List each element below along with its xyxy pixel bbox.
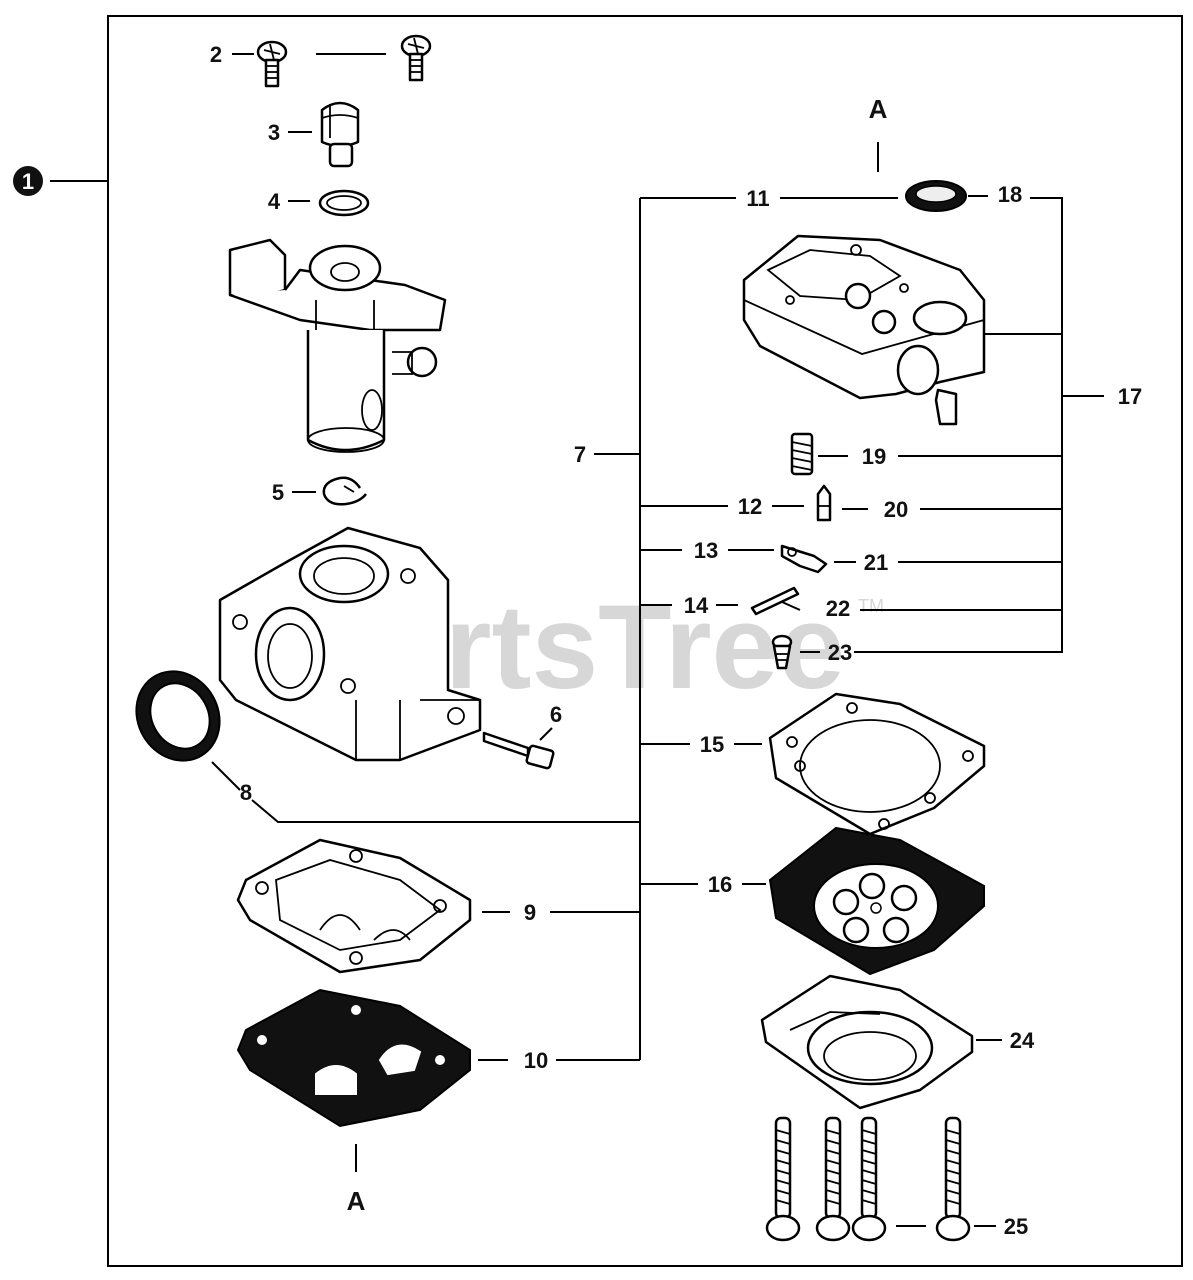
- e-clip-part-5: [322, 476, 367, 506]
- leader-22a: [781, 601, 801, 611]
- callout-23: 23: [828, 640, 852, 665]
- callout-15: 15: [700, 732, 724, 757]
- screw-part-2a: [256, 40, 288, 88]
- pump-cover: [742, 234, 986, 426]
- leader-6: [539, 727, 553, 741]
- callout-25: 25: [1004, 1214, 1028, 1239]
- callout-13: 13: [694, 538, 718, 563]
- diagram-frame: [107, 15, 1183, 1267]
- diaphragm-part-16: [768, 826, 985, 976]
- callout-6: 6: [550, 702, 562, 727]
- callout-9: 9: [524, 900, 536, 925]
- callout-22: 22: [826, 596, 850, 621]
- screw-part-25c: [851, 1116, 887, 1242]
- filter-screen-part-18: [905, 180, 967, 212]
- watermark-tm: TM: [858, 596, 884, 616]
- callout-5: 5: [272, 480, 284, 505]
- callout-19: 19: [862, 444, 886, 469]
- spring-part-19: [790, 432, 814, 476]
- metering-cover-part-24: [760, 974, 974, 1110]
- carburetor-body: [218, 526, 482, 762]
- reference-mark-top: A: [869, 94, 888, 124]
- screw-part-25d: [935, 1116, 971, 1242]
- gasket-part-9: [236, 838, 472, 974]
- reference-mark-bottom: A: [347, 1186, 366, 1216]
- callout-4: 4: [268, 189, 281, 214]
- screw-part-23: [771, 634, 793, 670]
- callout-24: 24: [1010, 1028, 1035, 1053]
- screw-part-25a: [765, 1116, 801, 1242]
- callout-12: 12: [738, 494, 762, 519]
- adjustment-needle-part-6: [482, 731, 555, 770]
- throttle-shaft-part-3: [320, 101, 360, 168]
- bracket-17: [854, 197, 1063, 653]
- throttle-body-assembly: [228, 238, 447, 453]
- assembly-badge: 1: [13, 166, 43, 196]
- control-lever-part-21: [780, 544, 828, 574]
- gasket-part-15: [768, 692, 986, 836]
- screw-part-25b: [815, 1116, 851, 1242]
- callout-16: 16: [708, 872, 732, 897]
- callout-20: 20: [884, 497, 908, 522]
- callout-18: 18: [998, 182, 1022, 207]
- callout-8: 8: [240, 780, 252, 805]
- leader-8a: [211, 761, 241, 791]
- seal-ring-part-8: [135, 670, 221, 762]
- callout-14: 14: [684, 593, 709, 618]
- callout-11: 11: [746, 186, 769, 211]
- o-ring-part-4: [318, 189, 370, 217]
- diaphragm-part-10: [236, 988, 471, 1128]
- leader-8b: [251, 799, 640, 823]
- screw-part-2b: [400, 34, 432, 82]
- callout-3: 3: [268, 120, 280, 145]
- callout-2: 2: [210, 42, 222, 67]
- svg-text:1: 1: [22, 169, 34, 194]
- inlet-needle-part-20: [816, 484, 832, 522]
- callout-7: 7: [574, 442, 586, 467]
- callout-21: 21: [864, 550, 888, 575]
- pin-part-22: [750, 586, 800, 616]
- callout-17: 17: [1118, 384, 1142, 409]
- callout-10: 10: [524, 1048, 548, 1073]
